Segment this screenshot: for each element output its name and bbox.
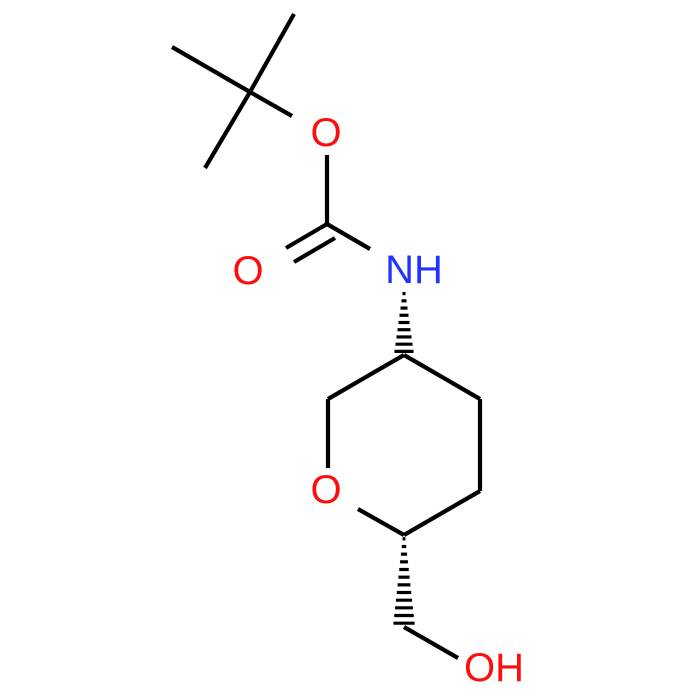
bond-carbonyl-double-1 bbox=[284, 222, 329, 250]
hashed-wedge-n-c3 bbox=[394, 292, 414, 353]
bond-tbu-c-to-ether-o bbox=[248, 90, 294, 118]
ether-oxygen-label: O bbox=[310, 111, 341, 155]
bond-tbu-methyl-left bbox=[170, 45, 252, 94]
bond-tbu-methyl-top bbox=[248, 12, 296, 94]
carbonyl-oxygen-label: O bbox=[232, 249, 263, 293]
bond-c6-ring-o bbox=[356, 507, 406, 537]
bond-carbonyl-double-2 bbox=[292, 236, 337, 264]
hydroxyl-label: OH bbox=[464, 646, 524, 690]
bond-carbonyl-c-to-n bbox=[325, 222, 372, 251]
bond-ch2-to-oh bbox=[402, 625, 460, 660]
bond-tbu-methyl-bottom bbox=[203, 90, 252, 170]
hashed-wedge-c6-ch2 bbox=[393, 537, 415, 625]
bond-c3-c4 bbox=[402, 353, 482, 401]
bond-c5-c6 bbox=[402, 489, 482, 537]
bond-c2-c3 bbox=[326, 353, 406, 401]
amine-nh-label: NH bbox=[385, 248, 443, 292]
ring-oxygen-label: O bbox=[310, 468, 341, 512]
